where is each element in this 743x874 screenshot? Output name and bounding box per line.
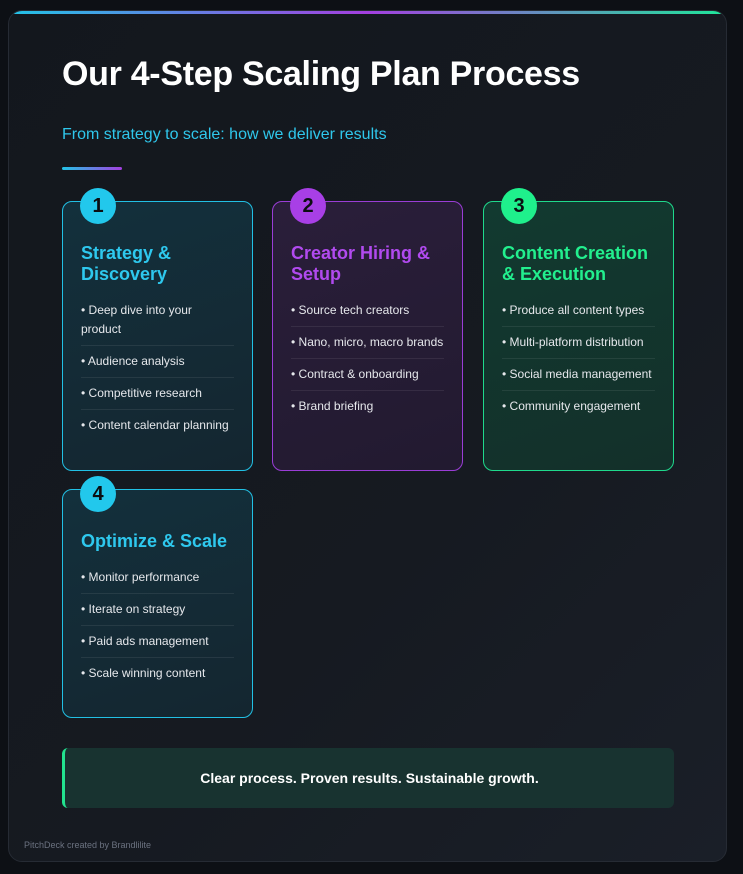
- step-item: • Deep dive into your product: [81, 301, 234, 346]
- step-item: • Scale winning content: [81, 666, 206, 680]
- step-item: • Produce all content types: [502, 301, 655, 327]
- step-item: • Brand briefing: [291, 399, 374, 413]
- step-item: • Social media management: [502, 359, 655, 391]
- step-card-3: 3 Content Creation & Execution • Produce…: [483, 188, 674, 471]
- step-number-badge: 4: [80, 476, 116, 512]
- page-title: Our 4-Step Scaling Plan Process: [62, 55, 580, 93]
- step-card-2: 2 Creator Hiring & Setup • Source tech c…: [272, 188, 463, 471]
- step-item-list: • Source tech creators • Nano, micro, ma…: [291, 301, 444, 422]
- step-number-badge: 1: [80, 188, 116, 224]
- step-item: • Iterate on strategy: [81, 594, 234, 626]
- step-item: • Monitor performance: [81, 568, 234, 594]
- step-number-badge: 2: [290, 188, 326, 224]
- step-title: Creator Hiring & Setup: [291, 243, 431, 284]
- step-item: • Community engagement: [502, 399, 641, 413]
- top-gradient-bar: [9, 11, 726, 14]
- step-item: • Contract & onboarding: [291, 359, 444, 391]
- step-item: • Audience analysis: [81, 346, 234, 378]
- tagline-banner: Clear process. Proven results. Sustainab…: [62, 748, 674, 808]
- step-item-list: • Produce all content types • Multi-plat…: [502, 301, 655, 422]
- title-divider: [62, 167, 122, 170]
- step-item-list: • Deep dive into your product • Audience…: [81, 301, 234, 441]
- step-item: • Content calendar planning: [81, 418, 229, 432]
- step-item: • Competitive research: [81, 378, 234, 410]
- step-item-list: • Monitor performance • Iterate on strat…: [81, 568, 234, 689]
- slide: Our 4-Step Scaling Plan Process From str…: [8, 10, 727, 862]
- step-title: Strategy & Discovery: [81, 243, 172, 284]
- page-subtitle: From strategy to scale: how we deliver r…: [62, 126, 387, 143]
- step-card-4: 4 Optimize & Scale • Monitor performance…: [62, 476, 253, 718]
- tagline-text: Clear process. Proven results. Sustainab…: [200, 770, 539, 786]
- step-item: • Nano, micro, macro brands: [291, 327, 444, 359]
- step-title: Optimize & Scale: [81, 531, 228, 551]
- step-number-badge: 3: [501, 188, 537, 224]
- step-item: • Source tech creators: [291, 301, 444, 327]
- step-card-1: 1 Strategy & Discovery • Deep dive into …: [62, 188, 253, 471]
- step-title: Content Creation & Execution: [502, 243, 648, 284]
- step-item: • Paid ads management: [81, 626, 234, 658]
- credit-text: PitchDeck created by Brandlilite: [24, 840, 152, 850]
- step-item: • Multi-platform distribution: [502, 327, 655, 359]
